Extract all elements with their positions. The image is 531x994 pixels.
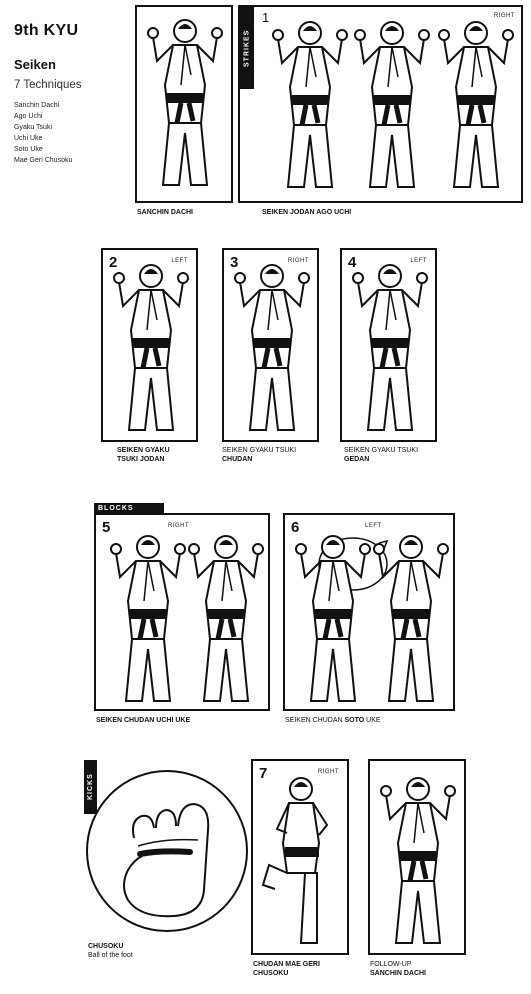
technique-item: Mae Geri Chusoku (14, 157, 73, 164)
karateka-figure (232, 260, 312, 435)
technique-number: 7 (259, 765, 268, 782)
panel-technique-4: 4 LEFT (340, 248, 437, 442)
karateka-figure (145, 15, 225, 190)
side-label: RIGHT (493, 13, 515, 19)
karateka-figure (371, 531, 451, 706)
karateka-figure (108, 531, 188, 706)
side-label: LEFT (365, 523, 382, 529)
karateka-figure (293, 531, 373, 706)
technique-list: Sanchin Dachi Ago Uchi Gyaku Tsuki Uchi … (14, 100, 72, 166)
technique-number: 2 (109, 254, 118, 271)
caption-technique-1: SEIKEN JODAN AGO UCHI (262, 209, 352, 216)
side-label: RIGHT (317, 769, 339, 775)
karateka-figure (186, 531, 266, 706)
technique-number: 4 (348, 254, 357, 271)
foot-diagram (86, 770, 248, 932)
panel-technique-5: 5 RIGHT (94, 513, 270, 711)
technique-number: 5 (102, 519, 111, 536)
technique-count: 7 Techniques (14, 79, 82, 91)
karateka-figure (270, 17, 350, 192)
karateka-figure (350, 260, 430, 435)
panel-technique-7: 7 RIGHT (251, 759, 349, 955)
karateka-kick-figure (262, 777, 328, 944)
panel-sanchin-dachi (135, 5, 233, 203)
technique-item: Soto Uke (14, 146, 43, 153)
technique-number: 3 (230, 254, 239, 271)
karateka-figure (378, 773, 458, 948)
strikes-tab: STRIKES (240, 7, 254, 89)
caption-technique-6: SEIKEN CHUDAN SOTO UKE (285, 717, 381, 724)
technique-item: Sanchin Dachi (14, 102, 60, 109)
caption-technique-5: SEIKEN CHUDAN UCHI UKE (96, 717, 191, 724)
technique-item: Uchi Uke (14, 135, 43, 142)
panel-follow-up (368, 759, 466, 955)
technique-item: Gyaku Tsuki (14, 124, 52, 131)
panel-technique-1: STRIKES 1 RIGHT (238, 5, 523, 203)
side-label: LEFT (410, 258, 427, 264)
karateka-figure (436, 17, 516, 192)
page-title: 9th KYU (14, 22, 79, 39)
technique-number: 1 (262, 10, 270, 25)
technique-item: Ago Uchi (14, 113, 43, 120)
karateka-figure (352, 17, 432, 192)
page-subtitle: Seiken (14, 57, 56, 72)
blocks-tab: BLOCKS (94, 503, 164, 514)
side-label: LEFT (171, 258, 188, 264)
panel-technique-2: 2 LEFT (101, 248, 198, 442)
side-label: RIGHT (168, 523, 190, 529)
side-label: RIGHT (287, 258, 309, 264)
panel-technique-6: 6 LEFT (283, 513, 455, 711)
panel-technique-3: 3 RIGHT (222, 248, 319, 442)
technique-number: 6 (291, 519, 300, 536)
karateka-figure (111, 260, 191, 435)
caption-sanchin-dachi: SANCHIN DACHI (137, 209, 193, 216)
